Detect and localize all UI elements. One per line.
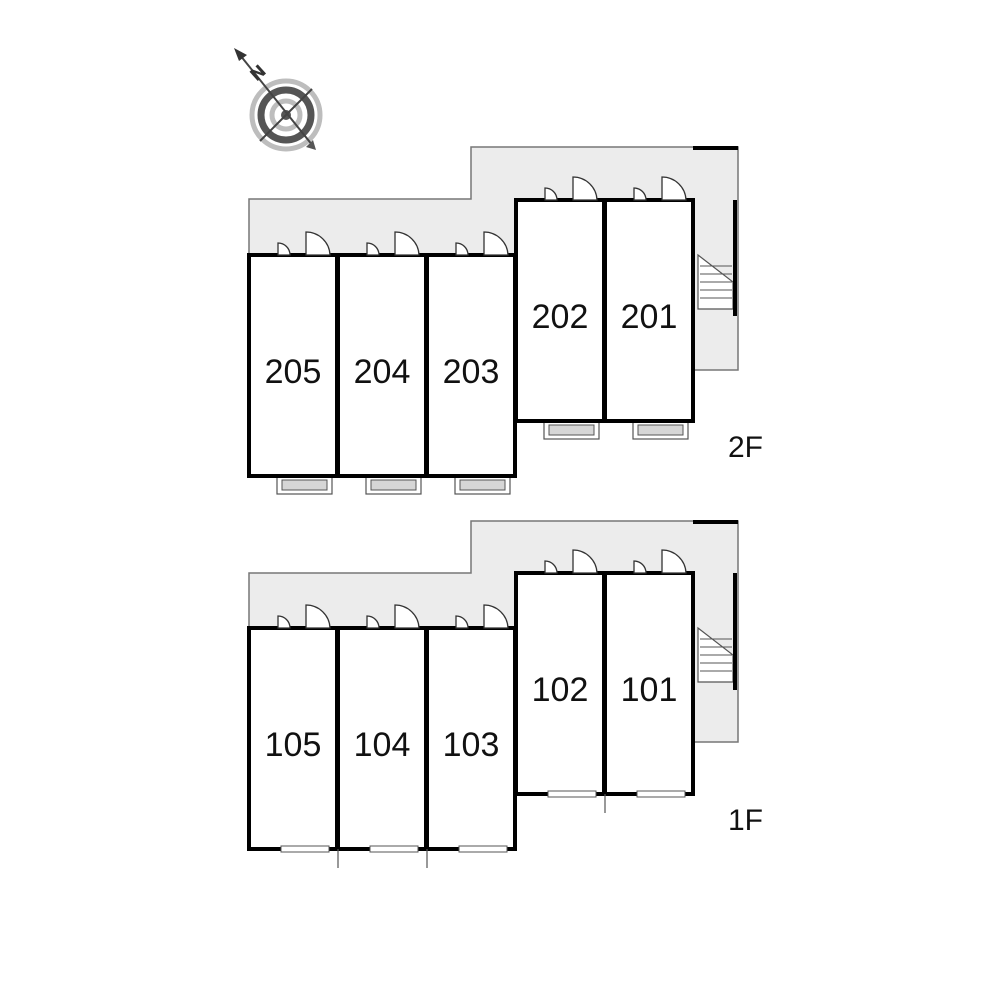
unit-103-label: 103 xyxy=(443,726,500,764)
staircase-1f xyxy=(697,626,734,683)
windows-1f xyxy=(280,790,686,853)
doors-1f xyxy=(277,549,687,629)
unit-203-room xyxy=(425,253,517,478)
unit-105-label: 105 xyxy=(265,726,322,764)
partition-ends-1f xyxy=(337,794,606,868)
unit-201-label: 201 xyxy=(621,298,678,336)
unit-204-label: 204 xyxy=(354,353,411,391)
unit-202-room xyxy=(514,198,606,423)
unit-101-label: 101 xyxy=(621,671,678,709)
doors-2f xyxy=(277,176,687,256)
balconies-2f xyxy=(276,420,689,495)
unit-201-room xyxy=(603,198,695,423)
unit-202-label: 202 xyxy=(532,298,589,336)
compass-north-label: N xyxy=(247,61,271,85)
floor-2f-label: 2F xyxy=(728,431,763,464)
unit-205-label: 205 xyxy=(265,353,322,391)
unit-102-label: 102 xyxy=(532,671,589,709)
compass: N xyxy=(234,48,323,152)
floor-2f: 205 204 203 202 201 2F xyxy=(247,146,763,495)
unit-205-room xyxy=(247,253,339,478)
unit-101-room xyxy=(603,571,695,796)
staircase-2f xyxy=(697,253,734,310)
floor-1f-label: 1F xyxy=(728,804,763,837)
unit-204-room xyxy=(336,253,428,478)
unit-203-label: 203 xyxy=(443,353,500,391)
compass-north-arrow-icon xyxy=(234,48,323,152)
unit-104-room xyxy=(336,626,428,851)
unit-104-label: 104 xyxy=(354,726,411,764)
floor-1f: 105 104 103 102 101 1F xyxy=(247,520,763,868)
